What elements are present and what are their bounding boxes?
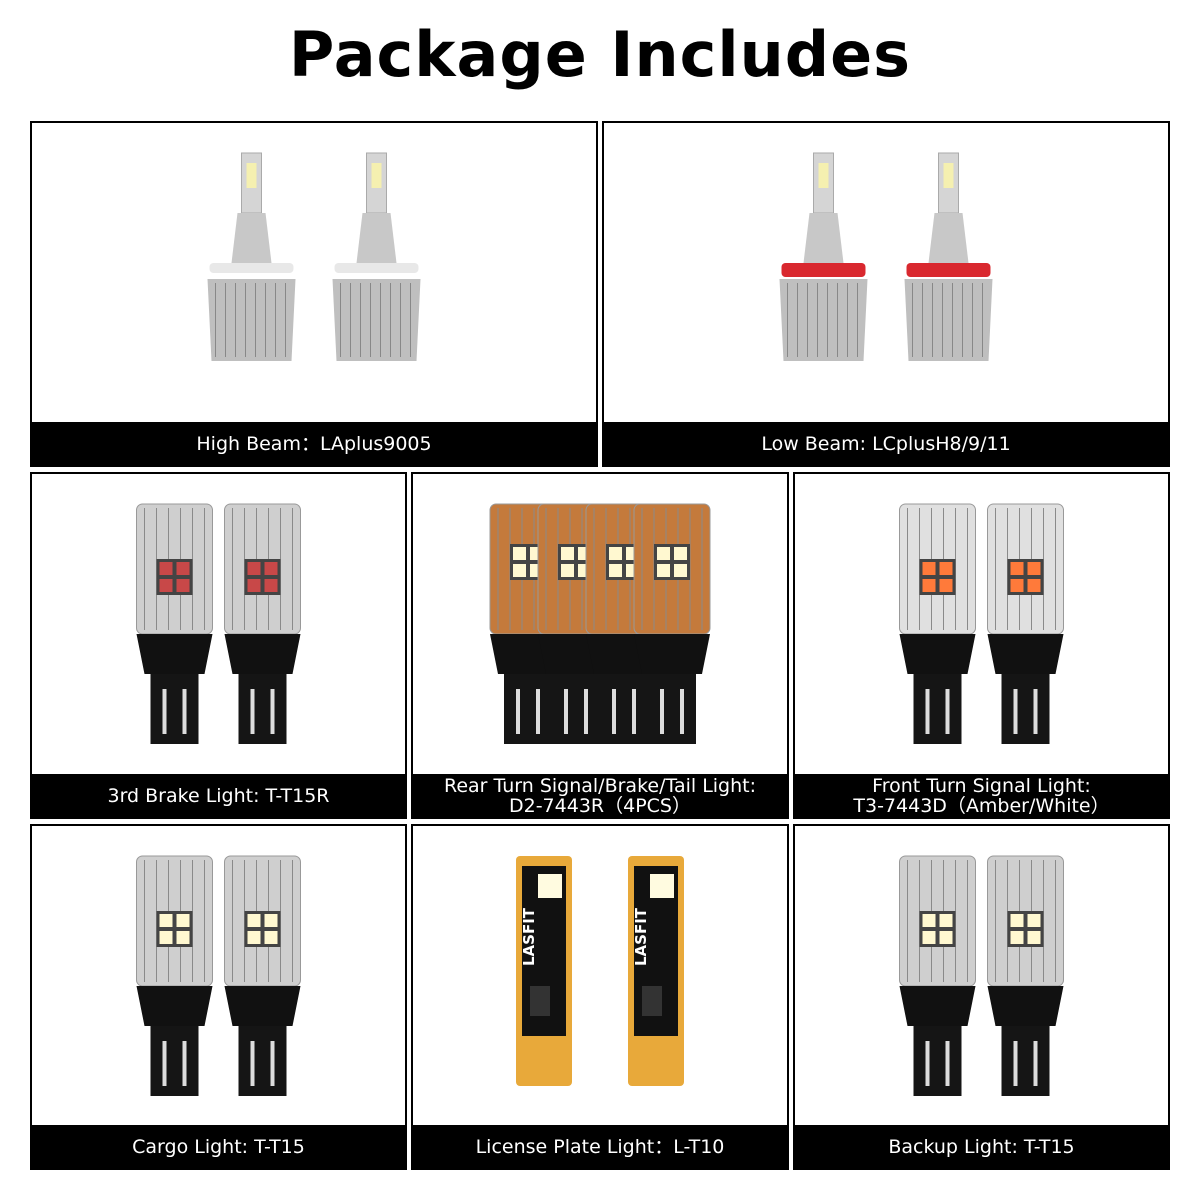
product-image: LASFIT LASFIT: [413, 826, 787, 1125]
headlight-bulb: [207, 152, 296, 361]
wedge-bulb: [633, 503, 711, 744]
product-caption: License Plate Light：L-T10: [413, 1125, 787, 1168]
caption-line-1: Front Turn Signal Light:: [872, 774, 1091, 797]
product-caption: Front Turn Signal Light: T3-7443D（Amber/…: [795, 774, 1168, 817]
caption-line-1: High Beam：LAplus9005: [196, 432, 432, 455]
product-card: Front Turn Signal Light: T3-7443D（Amber/…: [793, 472, 1170, 819]
product-card: Rear Turn Signal/Brake/Tail Light: D2-74…: [411, 472, 789, 819]
wedge-bulb: [224, 855, 301, 1096]
caption-line-1: Cargo Light: T-T15: [132, 1135, 305, 1158]
wedge-bulb: [136, 503, 213, 744]
caption-line-2: T3-7443D（Amber/White）: [853, 794, 1110, 817]
wedge-bulb: [224, 503, 301, 744]
wedge-bulb: [987, 855, 1064, 1096]
product-caption: Backup Light: T-T15: [795, 1125, 1168, 1168]
product-image: [795, 826, 1168, 1125]
headlight-bulb: [904, 152, 993, 361]
caption-line-2: D2-7443R（4PCS）: [508, 794, 691, 817]
caption-line-1: Low Beam: LCplusH8/9/11: [761, 432, 1011, 455]
wedge-bulb: [899, 503, 976, 744]
product-card: Cargo Light: T-T15: [30, 824, 407, 1170]
caption-line-1: 3rd Brake Light: T-T15R: [107, 784, 330, 807]
caption-line-1: Rear Turn Signal/Brake/Tail Light:: [443, 774, 757, 797]
product-card: LASFIT LASFIT License Plate Light：L-T10: [411, 824, 789, 1170]
product-caption: High Beam：LAplus9005: [32, 422, 596, 465]
product-image: [413, 474, 787, 774]
wedge-bulb: [899, 855, 976, 1096]
svg-text:LASFIT: LASFIT: [632, 907, 650, 966]
caption-line-1: Backup Light: T-T15: [888, 1135, 1075, 1158]
caption-line-1: License Plate Light：L-T10: [475, 1135, 725, 1158]
product-image: [604, 123, 1168, 422]
product-caption: Low Beam: LCplusH8/9/11: [604, 422, 1168, 465]
t10-led-board: LASFIT: [628, 856, 684, 1086]
product-caption: Rear Turn Signal/Brake/Tail Light: D2-74…: [413, 774, 787, 817]
headlight-bulb: [779, 152, 868, 361]
product-image: [795, 474, 1168, 774]
product-caption: Cargo Light: T-T15: [32, 1125, 405, 1168]
wedge-bulb: [987, 503, 1064, 744]
page-title: Package Includes: [288, 18, 912, 91]
product-caption: 3rd Brake Light: T-T15R: [32, 774, 405, 817]
product-image: [32, 826, 405, 1125]
headlight-bulb: [332, 152, 421, 361]
product-card: 3rd Brake Light: T-T15R: [30, 472, 407, 819]
t10-led-board: LASFIT: [516, 856, 572, 1086]
wedge-bulb: [136, 855, 213, 1096]
product-card: High Beam：LAplus9005: [30, 121, 598, 467]
svg-text:LASFIT: LASFIT: [520, 907, 538, 966]
product-card: Low Beam: LCplusH8/9/11: [602, 121, 1170, 467]
product-image: [32, 123, 596, 422]
product-image: [32, 474, 405, 774]
product-card: Backup Light: T-T15: [793, 824, 1170, 1170]
